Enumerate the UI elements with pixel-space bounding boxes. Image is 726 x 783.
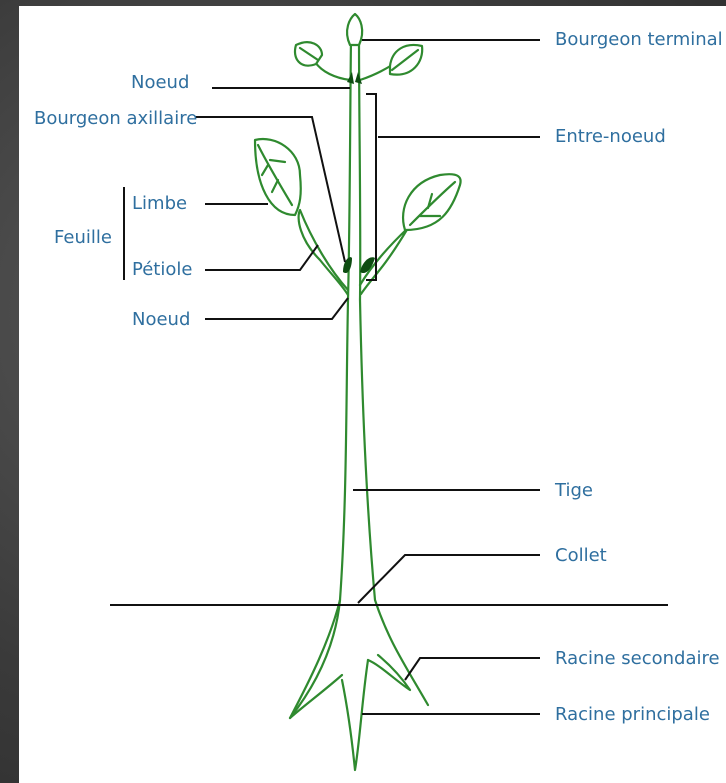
label-tige: Tige: [554, 480, 593, 501]
secondary-root-left: [290, 600, 342, 718]
label-noeud-top: Noeud: [131, 72, 189, 93]
label-noeud-bottom: Noeud: [132, 309, 190, 330]
leader-noeud-bottom: [205, 298, 348, 319]
axillary-bud-top-right: [355, 72, 362, 84]
secondary-root-right: [368, 655, 410, 690]
label-entre-noeud: Entre-noeud: [555, 126, 666, 147]
left-petiole: [299, 210, 348, 295]
terminal-bud: [347, 14, 362, 45]
bracket-entre-noeud: [366, 94, 376, 280]
stem-left-outline: [290, 38, 351, 718]
leader-petiole: [205, 245, 318, 270]
label-collet: Collet: [555, 545, 607, 566]
top-left-petiole: [315, 62, 350, 80]
label-bourgeon-axillaire: Bourgeon axillaire: [34, 108, 197, 129]
label-feuille: Feuille: [54, 227, 112, 248]
label-racine-principale: Racine principale: [555, 704, 710, 725]
label-bourgeon-terminal: Bourgeon terminal: [555, 29, 723, 50]
label-racine-secondaire: Racine secondaire: [555, 648, 720, 669]
label-petiole: Pétiole: [132, 259, 192, 280]
plant-drawing: [255, 14, 461, 770]
leader-racine-secondaire: [405, 658, 540, 680]
top-right-petiole: [360, 65, 392, 80]
label-limbe: Limbe: [132, 193, 187, 214]
leader-lines: [124, 40, 540, 714]
leader-collet: [358, 555, 540, 603]
